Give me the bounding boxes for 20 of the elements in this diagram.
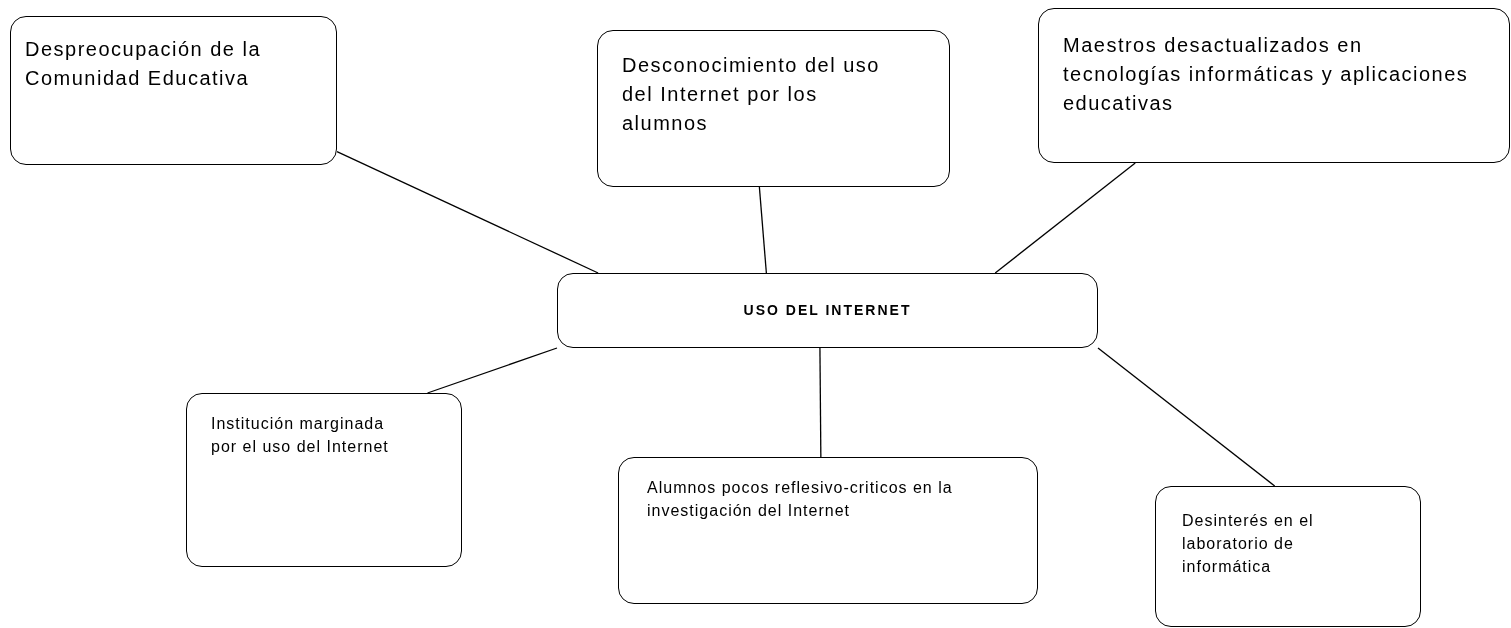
cause-text: Desinterés en el laboratorio de informática: [1182, 511, 1315, 578]
cause-text: Institución marginada por el uso del Internet: [211, 414, 390, 458]
cause-box: [1155, 486, 1421, 627]
cause-box: [618, 457, 1038, 604]
cause-box: [10, 16, 337, 165]
connector-line: [1097, 347, 1276, 487]
cause-text: Despreocupación de la Comunidad Educativa: [25, 37, 263, 91]
connector-line: [819, 347, 822, 458]
connector-line: [426, 347, 558, 394]
connector-line: [758, 186, 767, 274]
cause-text: Alumnos pocos reflesivo-criticos en la investigación del Internet: [647, 478, 954, 522]
connector-line: [994, 162, 1136, 274]
cause-text: Maestros desactualizados en tecnologías informáticas y aplicaciones educativas: [1063, 33, 1470, 116]
cause-box: [1038, 8, 1510, 163]
central-topic-box: [557, 273, 1098, 348]
connector-line: [336, 150, 599, 274]
cause-box: [186, 393, 462, 567]
cause-text: Desconocimiento del uso del Internet por los alumnos: [622, 53, 881, 136]
cause-box: [597, 30, 950, 187]
topic-title: USO DEL INTERNET: [743, 301, 912, 321]
